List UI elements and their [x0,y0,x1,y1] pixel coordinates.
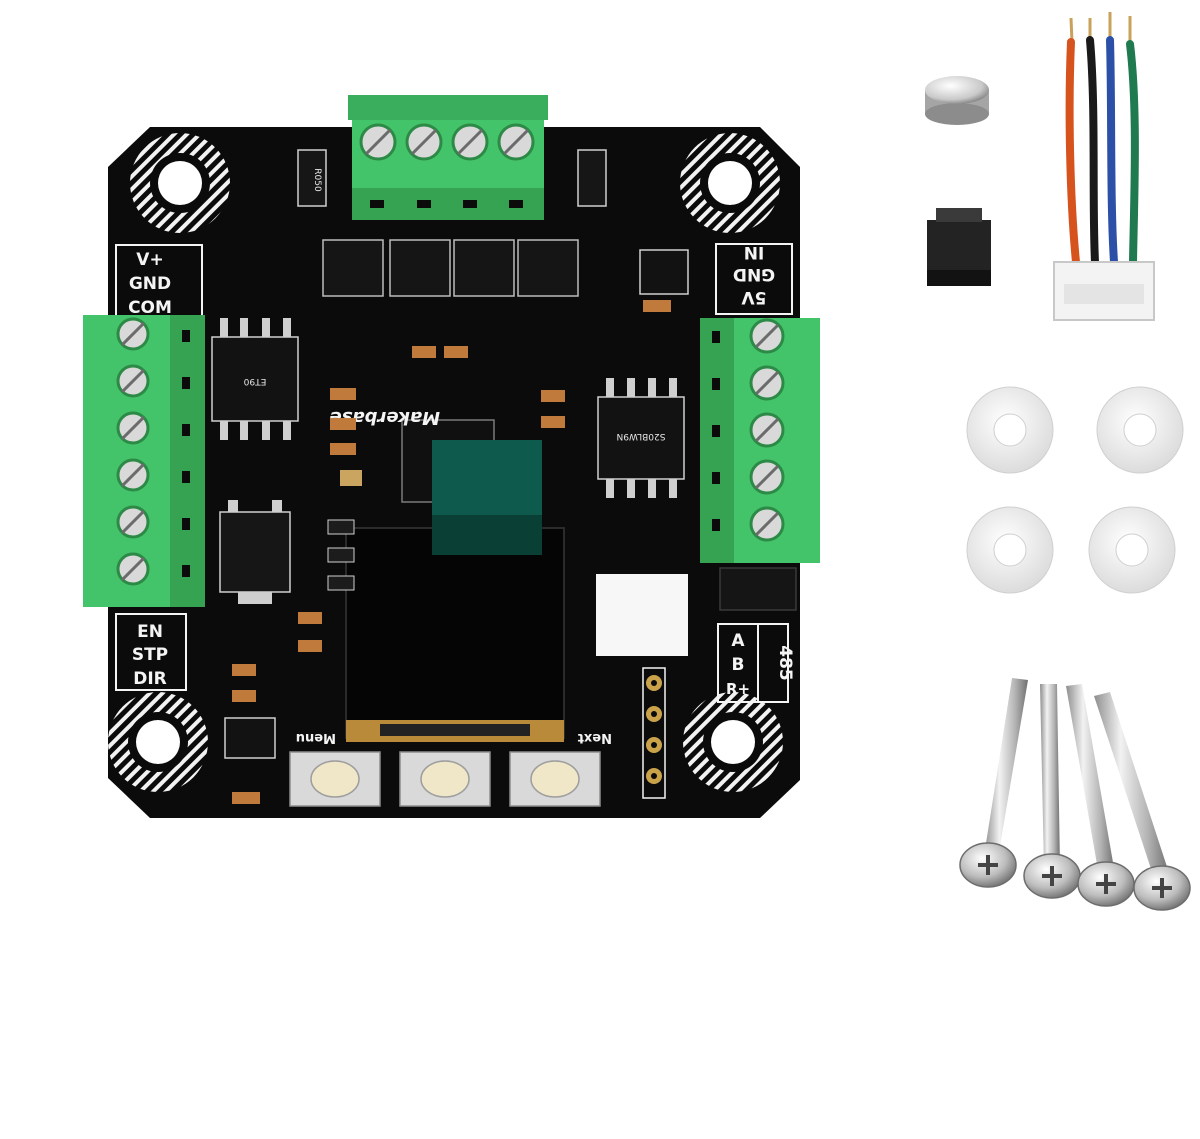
screw-2 [1023,684,1081,899]
label-5v: 5V [741,287,767,307]
magnet [925,76,989,125]
wire-cable [1053,12,1155,321]
nylon-washers [966,386,1184,594]
label-sticker [596,574,688,656]
select-button[interactable] [399,751,491,807]
label-in: IN [744,242,765,262]
terminal-block-top [348,95,548,220]
menu-button[interactable] [289,751,381,807]
accessories [925,12,1191,911]
rs485-labels: A B R+ 485 [717,623,795,703]
driver-chip-left: ET90 [211,318,299,440]
label-b: B [732,655,745,675]
header-pads [642,667,666,799]
label-a: A [731,631,745,651]
mounting-hole-bl [108,692,208,792]
jst-connector [719,567,797,611]
regulator [219,500,291,604]
mounting-hole-tl [130,133,230,233]
terminal-block-left [83,315,205,607]
terminal-screws-top [359,123,535,161]
label-dir: DIR [133,669,167,689]
resistor-marking-left: R050 [312,168,322,192]
mosfet-row [322,239,579,297]
mounting-hole-br [683,692,783,792]
label-gnd-left: GND [129,274,171,294]
button-row: Menu Next [289,730,612,807]
next-label: Next [578,730,612,745]
brand-logo-text: Makerbase [330,407,440,428]
next-button[interactable] [509,751,601,807]
oled-display [345,440,565,742]
screw-4 [1094,692,1191,911]
terminal-screws-right [749,318,785,542]
jumper-cap [927,208,991,286]
driver-chip-right: S20BLW9N [597,378,685,498]
terminal-block-right [700,318,820,563]
terminal-screws-left [116,317,150,586]
smd-components: R050 [224,149,689,804]
chip-right-marking: S20BLW9N [617,431,666,441]
driver-board: V+ GND COM EN STP DIR 5V GND IN A B R+ 4… [83,95,820,818]
screw-3 [1066,684,1135,907]
screws [959,678,1191,911]
chip-left-marking: ET90 [243,376,266,386]
screw-1 [959,678,1028,888]
menu-label: Menu [296,730,336,745]
label-vplus: V+ [136,250,163,270]
label-485: 485 [775,645,795,681]
label-stp: STP [132,645,168,665]
label-com: COM [128,298,172,318]
label-rplus: R+ [726,680,750,698]
label-gnd-right: GND [733,264,775,284]
right-power-labels: 5V GND IN [715,242,793,315]
label-en: EN [137,622,163,642]
mounting-hole-tr [680,133,780,233]
left-signal-labels: EN STP DIR [115,613,187,691]
